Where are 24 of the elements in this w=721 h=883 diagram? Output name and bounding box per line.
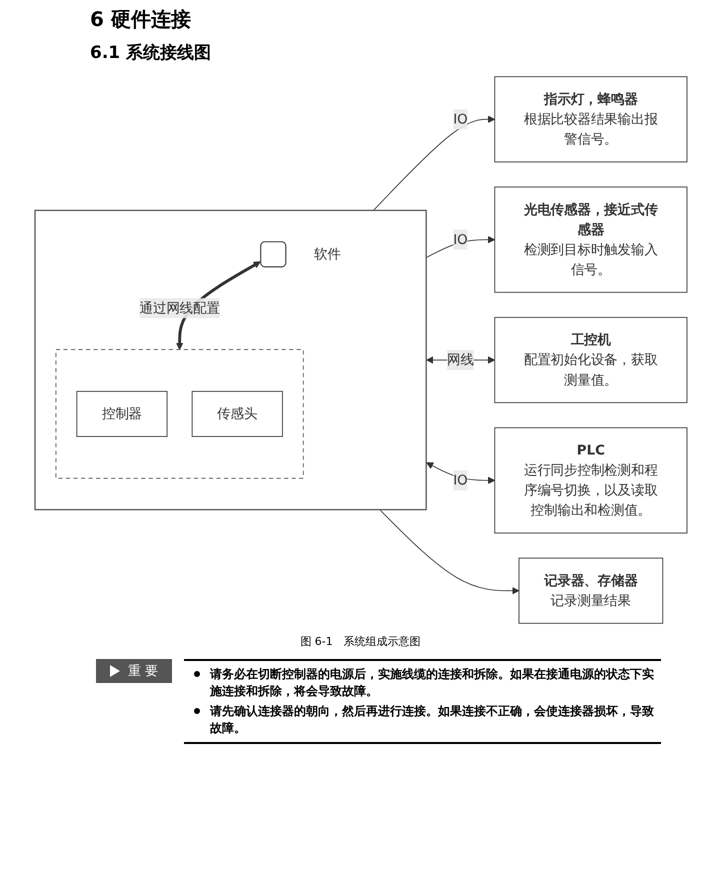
edge-label: 网线	[446, 352, 474, 368]
cluster	[55, 349, 304, 479]
warning-note: 请务必在切断控制器的电源后，实施线缆的连接和拆除。如果在接通电源的状态下实施连接和拆除，将会导致故障。	[210, 666, 656, 700]
node-label: 软件	[314, 246, 340, 262]
node-box: 工控机 配置初始化设备，获取测量值。	[494, 316, 687, 404]
warning-note: 请先确认连接器的朝向，然后再进行连接。如果连接不正确，会使连接器损坏，导致故障。	[210, 703, 656, 737]
section-heading: 6 硬件连接	[90, 6, 192, 33]
figure-caption: 图 6-1 系统组成示意图	[299, 634, 422, 649]
node-box: 传感头	[191, 390, 282, 437]
node-box: 记录器、存储器 记录测量结果	[518, 558, 663, 624]
edge-label: 通过网线配置	[139, 300, 220, 316]
edge-label: IO	[452, 472, 468, 488]
arrow	[426, 462, 495, 484]
node-box: PLC 运行同步控制检测和程序编号切换，以及读取控制输出和检测值。	[494, 427, 687, 534]
cluster	[34, 210, 426, 510]
arrow	[378, 509, 519, 594]
node-box: 控制器	[76, 390, 167, 437]
arrow	[372, 116, 495, 211]
arrow	[425, 236, 495, 258]
node-box: 指示灯，蜂鸣器 根据比较器结果输出报警信号。	[494, 76, 687, 162]
node-box: 光电传感器，接近式传感器 检测到目标时触发输入信号。	[494, 186, 687, 293]
edge-label: IO	[452, 231, 468, 248]
edge-label: IO	[452, 110, 468, 127]
subsection-heading: 6.1 系统接线图	[90, 42, 212, 64]
